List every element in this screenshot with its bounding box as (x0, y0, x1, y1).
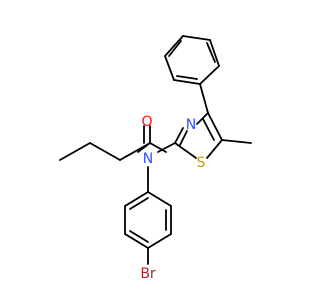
bond-amide-cn-2 (149, 142, 167, 153)
bond-thz-s-c2 (174, 142, 197, 159)
bond-methyl (221, 139, 252, 144)
bond-ph1-dbl3 (176, 75, 198, 80)
bond-ph1-e (164, 55, 175, 81)
bond-thz-c2-n3 (174, 127, 184, 144)
atom-label-nitrogen-amide: N (143, 151, 153, 167)
bond-c4-phenyl (199, 83, 209, 114)
bond-ph1-d (164, 35, 184, 57)
bond-amide-cn (137, 142, 151, 153)
bond-ph2-dbl2 (129, 230, 149, 243)
bond-ph2-a (147, 191, 172, 207)
bond-ph1-c (182, 35, 211, 41)
atom-label-sulfur: S (197, 155, 206, 171)
bond-layer (59, 35, 252, 265)
bond-ph2-dbl3 (129, 197, 149, 210)
bond-ph2-d (124, 233, 149, 249)
bond-thz-c2-n3-dbl (179, 130, 188, 146)
bond-ph1-b (209, 39, 220, 67)
bond-chain-1 (59, 142, 91, 161)
bond-thz-c4-c5-dbl (202, 118, 215, 141)
bond-thz-c4-c5 (207, 112, 223, 141)
bond-ph1-f (173, 79, 201, 85)
atom-label-nitrogen-thiazole: N (186, 117, 196, 133)
bond-ph2-f (124, 191, 149, 207)
molecule-structure-diagram: O N N S Br (59, 35, 252, 282)
atom-label-layer: O N N S Br (140, 114, 205, 282)
bond-n-thiazole (157, 142, 176, 153)
atom-label-oxygen: O (141, 114, 152, 130)
bond-ph1-dbl1 (206, 42, 216, 63)
bond-ph1-dbl2 (168, 40, 182, 57)
bond-thz-c5-s (206, 139, 223, 159)
atom-label-bromine: Br (140, 266, 156, 282)
bond-chain-2 (89, 142, 121, 161)
bond-ph2-c (147, 233, 172, 249)
bond-ph1-a (199, 65, 220, 85)
